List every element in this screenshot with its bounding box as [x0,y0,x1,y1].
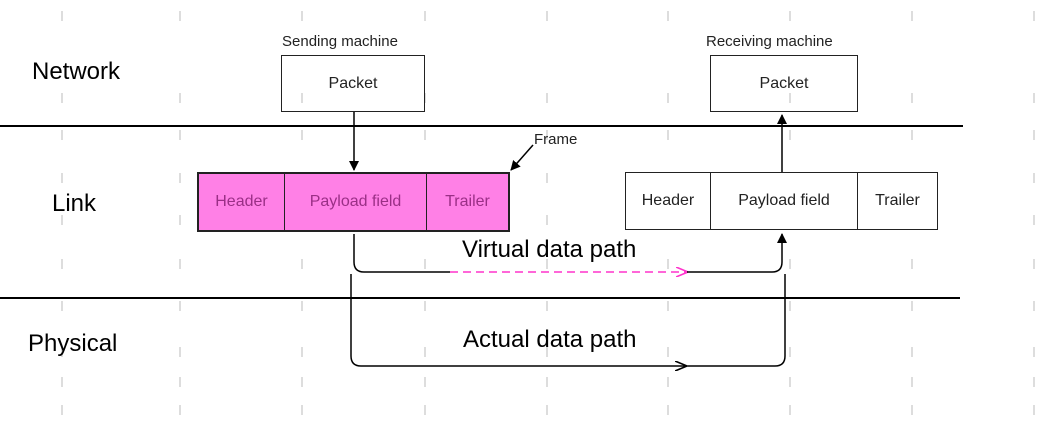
receiver-header-label: Header [641,192,695,209]
frame-callout-label: Frame [534,131,578,148]
network-layer-label: Network [32,58,121,85]
sender-frame: Header Payload field Trailer [197,172,510,232]
link-layer-label: Link [52,190,97,217]
virtual-path-right [687,233,787,273]
sending-machine-caption: Sending machine [282,33,398,50]
receiver-packet-box: Packet [710,55,858,112]
receiver-trailer-cell: Trailer [858,173,937,229]
virtual-path-left [353,234,450,273]
receiver-trailer-label: Trailer [875,192,920,209]
virtual-data-path-label: Virtual data path [462,236,637,263]
frame-callout-arrow [510,144,534,171]
receiver-frame: Header Payload field Trailer [625,172,938,230]
receiver-payload-label: Payload field [738,192,830,209]
sender-trailer-label: Trailer [445,193,490,210]
sender-header-label: Header [215,193,268,210]
receiving-machine-caption: Receiving machine [706,33,833,50]
actual-data-path-label: Actual data path [463,326,637,353]
actual-path-right [686,274,786,367]
sender-packet-box: Packet [281,55,425,112]
physical-layer-label: Physical [28,330,118,357]
sender-packet-label: Packet [328,74,378,92]
actual-path-left [350,274,686,366]
sender-payload-label: Payload field [309,193,402,210]
receiver-payload-cell: Payload field [711,173,858,229]
sender-payload-cell: Payload field [285,174,427,230]
receiver-header-cell: Header [626,173,711,229]
receiver-packet-label: Packet [759,74,809,92]
sender-trailer-cell: Trailer [427,174,508,230]
sender-header-cell: Header [199,174,285,230]
